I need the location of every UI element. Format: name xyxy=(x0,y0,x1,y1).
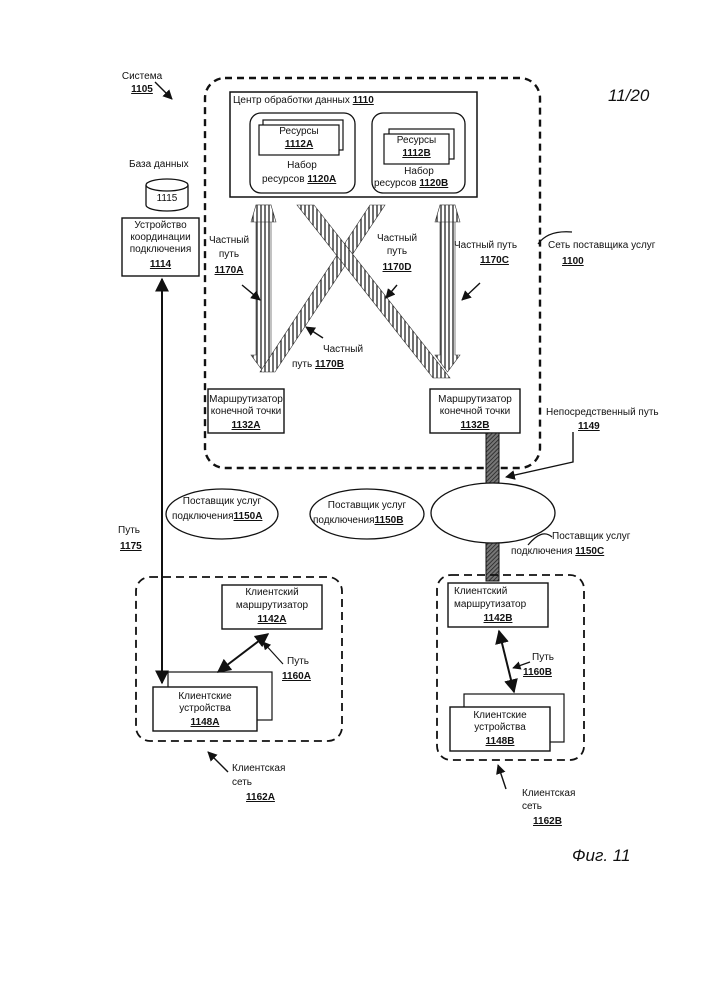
figure-caption: Фиг. 11 xyxy=(572,846,630,866)
provider-a-ref: 1150A xyxy=(234,511,263,522)
private-path-d-line2: путь xyxy=(370,246,424,258)
system-label: Система xyxy=(112,71,172,83)
client-router-b-line2: маршрутизатор xyxy=(454,599,526,611)
provider-c-word: подключения xyxy=(511,546,573,557)
path-1160b-ref: 1160B xyxy=(523,667,552,679)
page-number: 11/20 xyxy=(608,86,649,106)
resources-a-label: Ресурсы xyxy=(259,126,339,138)
connectivity-provider-c-line1: Поставщик услуг xyxy=(552,531,630,543)
client-devices-b-line2: устройства xyxy=(450,722,550,734)
private-path-1170a xyxy=(251,205,276,372)
client-devices-a-line1: Клиентские xyxy=(153,691,257,703)
endpoint-router-b-ref: 1132B xyxy=(430,420,520,432)
coordination-line3: подключения xyxy=(122,244,199,256)
connectivity-provider-c-line2: подключения 1150C xyxy=(511,546,604,558)
pool-a-ref: 1120A xyxy=(307,174,336,185)
connectivity-provider-b-ellipse xyxy=(310,489,424,539)
private-path-d-line1: Частный xyxy=(370,233,424,245)
data-center-name: Центр обработки данных xyxy=(233,95,350,106)
database-ref: 1115 xyxy=(146,193,188,205)
client-network-b-line2: сеть xyxy=(522,801,542,813)
client-network-a-line1: Клиентская xyxy=(232,763,285,775)
endpoint-router-a-line2: конечной точки xyxy=(208,406,284,418)
private-path-1170c xyxy=(435,205,460,372)
coordination-ref: 1114 xyxy=(122,259,199,271)
direct-path-ref: 1149 xyxy=(578,421,600,433)
pool-a-word: ресурсов xyxy=(262,174,305,185)
coordination-line1: Устройство xyxy=(122,220,199,232)
data-center-ref: 1110 xyxy=(353,95,374,106)
path-1160a-label: Путь xyxy=(287,656,309,668)
resource-pool-b-line2: ресурсов 1120B xyxy=(374,178,448,190)
private-path-b-line1: Частный xyxy=(318,344,368,356)
client-network-b-ref: 1162B xyxy=(533,816,562,828)
private-path-a-ref: 1170A xyxy=(202,265,256,277)
endpoint-router-b-line2: конечной точки xyxy=(430,406,520,418)
client-router-b-line1: Клиентский xyxy=(454,586,507,598)
system-ref: 1105 xyxy=(112,84,172,96)
endpoint-router-a-line1: Маршрутизатор xyxy=(208,394,284,406)
provider-b-word: подключения xyxy=(313,515,375,526)
private-path-d-ref: 1170D xyxy=(370,262,424,274)
endpoint-router-a-ref: 1132A xyxy=(208,420,284,432)
private-path-b-ref: 1170B xyxy=(315,359,344,370)
direct-path-label: Непосредственный путь xyxy=(546,407,659,419)
client-router-a-line2: маршрутизатор xyxy=(222,600,322,612)
data-center-label: Центр обработки данных 1110 xyxy=(233,95,374,107)
client-router-a-line1: Клиентский xyxy=(222,587,322,599)
client-network-b-line1: Клиентская xyxy=(522,788,575,800)
private-path-b-line2: путь 1170B xyxy=(292,359,344,371)
client-devices-b-ref: 1148B xyxy=(450,736,550,748)
private-path-a-line2: путь xyxy=(202,249,256,261)
path-1175-ref: 1175 xyxy=(120,541,142,553)
path-1160a-ref: 1160A xyxy=(282,671,311,683)
private-path-b-word: путь xyxy=(292,359,312,370)
pool-b-word: ресурсов xyxy=(374,178,417,189)
client-network-a-line2: сеть xyxy=(232,777,252,789)
connectivity-provider-b-line2: подключения1150B xyxy=(313,515,403,527)
private-path-a-line1: Частный xyxy=(202,235,256,247)
path-1160a-line xyxy=(218,634,268,672)
resource-pool-b-line1: Набор xyxy=(374,166,464,178)
private-path-c-ref: 1170C xyxy=(480,255,509,267)
provider-a-word: подключения xyxy=(172,511,234,522)
connectivity-provider-a-line1: Поставщик услуг xyxy=(166,496,278,508)
resources-a-ref: 1112A xyxy=(259,139,339,151)
path-1160b-line xyxy=(499,631,514,692)
path-1175-label: Путь xyxy=(118,525,140,537)
client-router-a-ref: 1142A xyxy=(222,614,322,626)
pool-b-ref: 1120B xyxy=(419,178,448,189)
connectivity-provider-a-line2: подключения1150A xyxy=(172,511,262,523)
endpoint-router-b-line1: Маршрутизатор xyxy=(430,394,520,406)
client-devices-a-ref: 1148A xyxy=(153,717,257,729)
connectivity-provider-b-line1: Поставщик услуг xyxy=(310,500,424,512)
resource-pool-a-line1: Набор xyxy=(252,160,352,172)
provider-network-label: Сеть поставщика услуг xyxy=(548,240,655,252)
resource-pool-a-line2: ресурсов 1120A xyxy=(262,174,336,186)
provider-c-ref: 1150C xyxy=(575,546,604,557)
client-network-a-ref: 1162A xyxy=(246,792,275,804)
private-path-c-line1: Частный путь xyxy=(454,240,517,252)
database-label: База данных xyxy=(129,159,189,171)
client-devices-b-line1: Клиентские xyxy=(450,710,550,722)
provider-network-ref: 1100 xyxy=(562,256,584,268)
resources-b-ref: 1112B xyxy=(384,148,449,160)
path-1160b-label: Путь xyxy=(532,652,554,664)
client-router-b-ref: 1142B xyxy=(448,613,548,625)
provider-b-ref: 1150B xyxy=(375,515,404,526)
client-devices-a-line2: устройства xyxy=(153,703,257,715)
coordination-line2: координации xyxy=(122,232,199,244)
connectivity-provider-c-ellipse xyxy=(431,483,555,543)
resources-b-label: Ресурсы xyxy=(384,135,449,147)
